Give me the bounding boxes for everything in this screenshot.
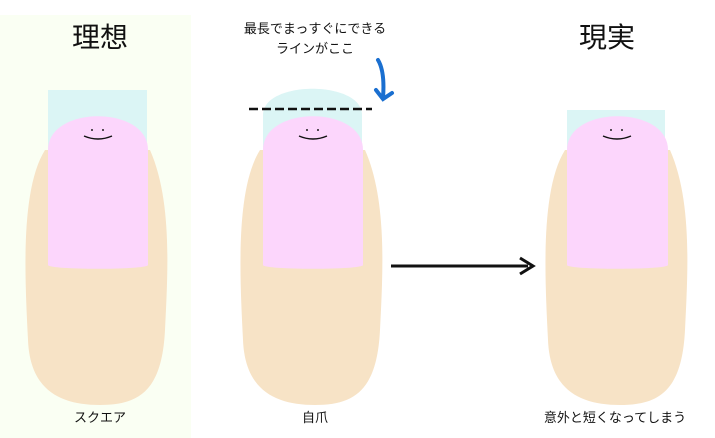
finger-reality <box>545 110 688 405</box>
nail-plate <box>48 116 148 269</box>
natural-caption: 自爪 <box>301 411 328 426</box>
finger-natural <box>240 58 394 405</box>
note-line-2: ラインがここ <box>275 42 354 57</box>
smile-icon <box>298 129 328 140</box>
ideal-caption: スクエア <box>73 411 126 426</box>
smile-icon <box>83 129 113 140</box>
finger-ideal <box>25 90 168 405</box>
smile-icon <box>602 129 632 140</box>
right-arrow-icon <box>391 256 536 276</box>
ideal-title: 理想 <box>71 21 128 54</box>
blue-arrow-icon <box>374 58 394 102</box>
reality-caption: 意外と短くなってしまう <box>543 411 687 426</box>
max-line-note: 最長でまっすぐにできる ラインがここ <box>215 20 415 60</box>
reality-title: 現実 <box>578 21 635 54</box>
nail-plate <box>263 116 363 269</box>
nail-plate <box>567 116 668 269</box>
note-line-1: 最長でまっすぐにできる <box>243 22 387 37</box>
